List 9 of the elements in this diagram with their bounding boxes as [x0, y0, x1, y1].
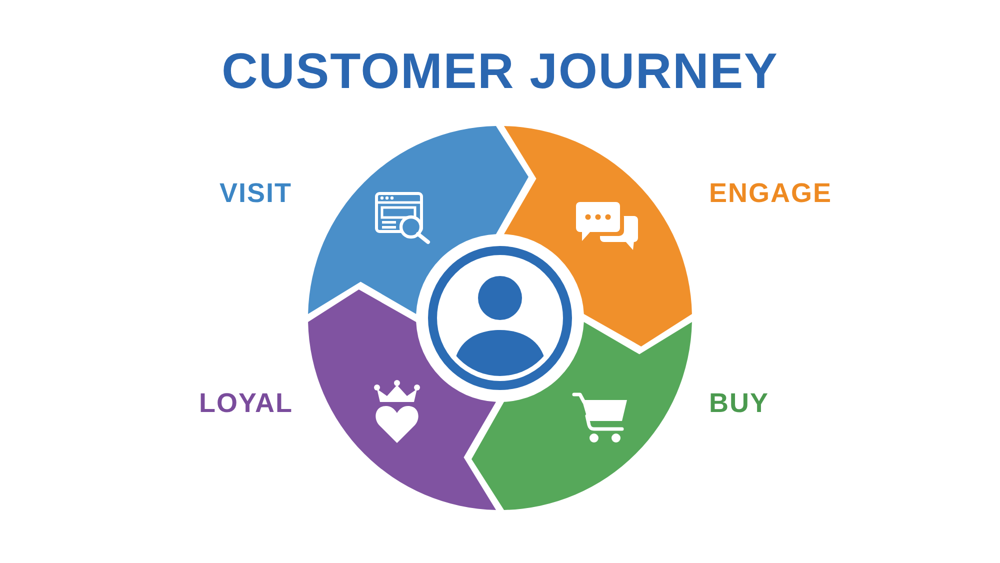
stage-label: BUY [709, 390, 770, 417]
stage-label: ENGAGE [709, 180, 832, 207]
stage-label: VISIT [219, 180, 292, 207]
arrow-segment [308, 126, 528, 314]
stage-label: LOYAL [198, 390, 293, 417]
arrow-segment [472, 322, 692, 510]
arrow-segment [504, 126, 692, 346]
title: CUSTOMER JOURNEY [222, 46, 778, 96]
arrow-segment [308, 290, 496, 510]
